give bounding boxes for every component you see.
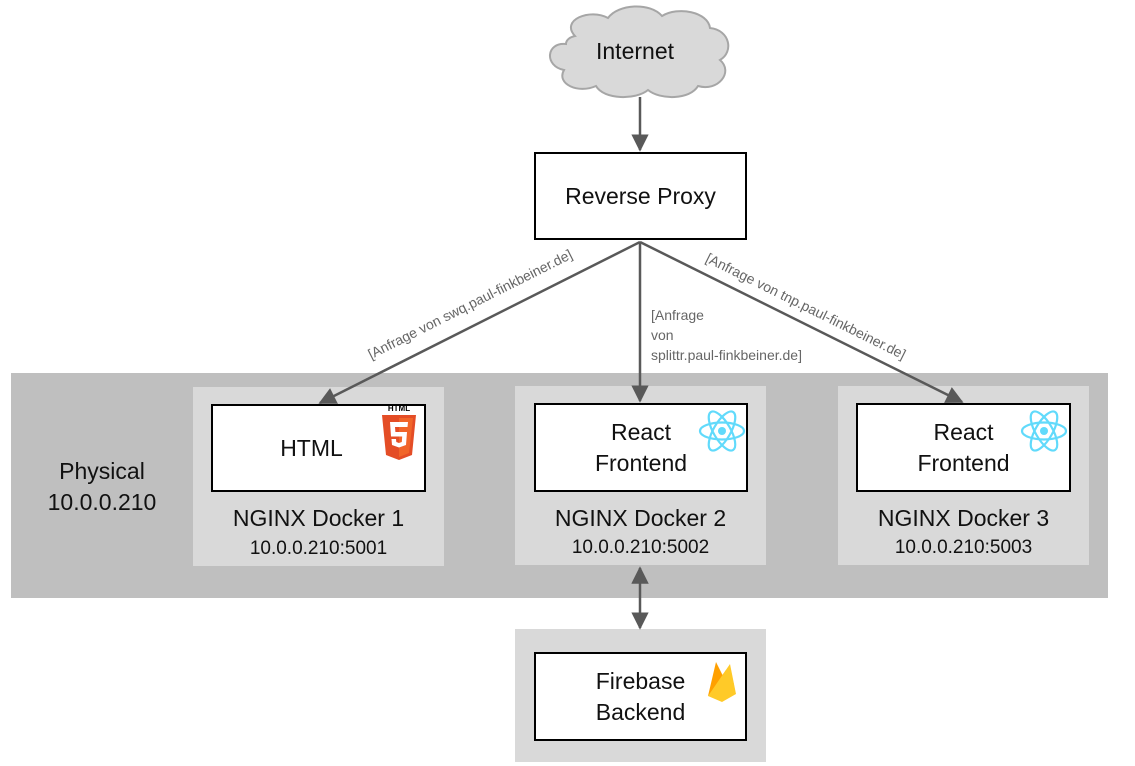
- docker-1-name: NGINX Docker 1: [232, 505, 405, 531]
- firebase-backend-line1: Firebase: [595, 667, 686, 694]
- edge-label-splittr: [Anfrage von splittr.paul-finkbeiner.de]: [651, 305, 802, 365]
- react-frontend-3-line2: Frontend: [917, 449, 1010, 476]
- physical-host-title: Physical: [59, 458, 145, 484]
- html5-icon-text: HTML: [387, 404, 411, 413]
- react-frontend-2-line2: Frontend: [594, 449, 688, 476]
- react-frontend-3-line1: React: [933, 418, 994, 445]
- edge-label-splittr-line1: [Anfrage: [651, 307, 704, 323]
- arrow-proxy-to-docker-1: [318, 240, 641, 405]
- react-icon-docker-3: [1020, 410, 1068, 452]
- reverse-proxy-node: Reverse Proxy: [534, 152, 747, 240]
- docker-2-address: 10.0.0.210:5002: [571, 537, 710, 558]
- html5-icon: [382, 415, 416, 460]
- docker-3-name: NGINX Docker 3: [877, 505, 1050, 531]
- react-frontend-box-3: React Frontend: [856, 403, 1071, 492]
- docker-1-address: 10.0.0.210:5001: [249, 538, 388, 559]
- html-app-label: HTML: [280, 434, 343, 461]
- reverse-proxy-label: Reverse Proxy: [565, 182, 716, 209]
- react-frontend-box-2: React Frontend: [534, 403, 748, 492]
- edge-label-splittr-line3: splittr.paul-finkbeiner.de]: [651, 347, 802, 363]
- arrow-proxy-to-docker-3: [639, 240, 964, 404]
- react-icon-docker-2: [698, 410, 746, 452]
- docker-3-address: 10.0.0.210:5003: [894, 537, 1033, 558]
- react-frontend-2-line1: React: [610, 418, 672, 445]
- physical-host-label: Physical 10.0.0.210: [24, 456, 180, 518]
- edge-label-splittr-line2: von: [651, 327, 674, 343]
- physical-host-ip: 10.0.0.210: [47, 489, 157, 515]
- firebase-backend-line2: Backend: [595, 698, 686, 725]
- internet-cloud-icon: [549, 5, 730, 98]
- internet-label: Internet: [596, 38, 674, 64]
- docker-2-name: NGINX Docker 2: [554, 505, 727, 531]
- firebase-icon: [708, 662, 736, 702]
